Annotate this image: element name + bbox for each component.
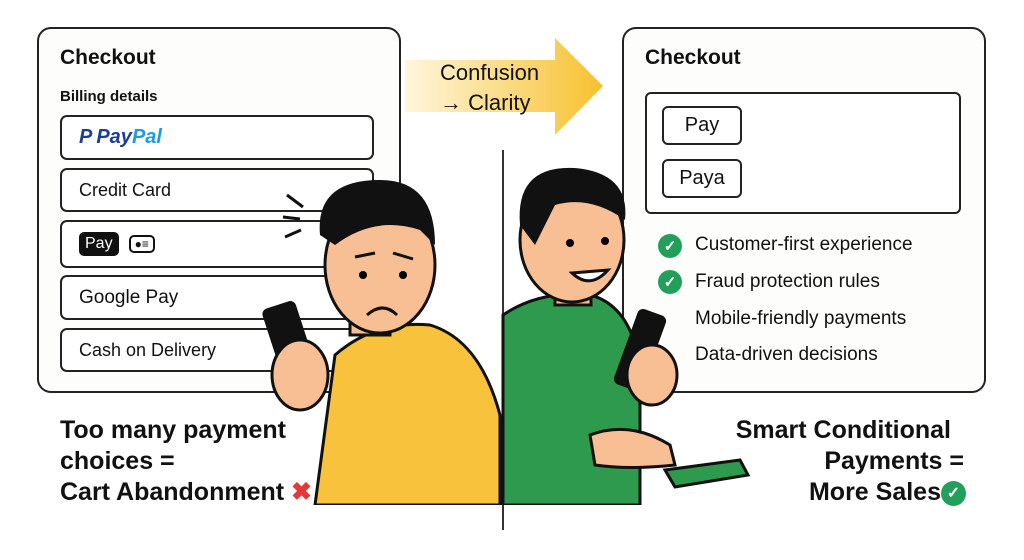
feature-item: Data-driven decisions (695, 344, 878, 365)
left-checkout-title: Checkout (60, 46, 156, 69)
feature-item: Fraud protection rules (695, 271, 880, 292)
google-pay-option[interactable]: Google Pay (60, 275, 374, 320)
check-icon: ✓ (658, 234, 682, 258)
credit-card-option[interactable]: Credit Card (60, 168, 374, 212)
card-icon: ●≡ (128, 235, 155, 253)
feature-item: Customer-first experience (695, 234, 913, 255)
right-caption-line-3: More Sales✓ (809, 477, 966, 508)
right-caption-line-1: Smart Conditional (735, 416, 951, 444)
right-checkout-title: Checkout (645, 46, 741, 69)
apple-pay-button[interactable]: Pay (662, 106, 742, 145)
feature-item: Mobile-friendly payments (695, 308, 907, 329)
apple-pay-badge: Pay (79, 232, 119, 256)
arrow-label-2: → Clarity (440, 90, 531, 115)
arrow-label-1: Confusion (440, 60, 540, 85)
cross-icon: ✖ (291, 478, 312, 506)
billing-details-label: Billing details (60, 88, 158, 105)
left-caption-line-3: Cart Abandonment ✖ (60, 478, 312, 506)
check-icon: ✓ (941, 481, 966, 506)
left-caption-line-1: Too many payment (60, 416, 286, 444)
paya-button[interactable]: Paya (662, 159, 742, 198)
paypal-logo-icon: P (79, 126, 93, 148)
right-caption-line-2: Payments = (824, 447, 964, 475)
happy-person-illustration (501, 167, 751, 505)
check-icon: ✓ (658, 270, 682, 294)
confused-person-illustration (262, 180, 502, 505)
arrow-shape (405, 38, 603, 135)
left-caption-line-2: choices = (60, 447, 175, 475)
